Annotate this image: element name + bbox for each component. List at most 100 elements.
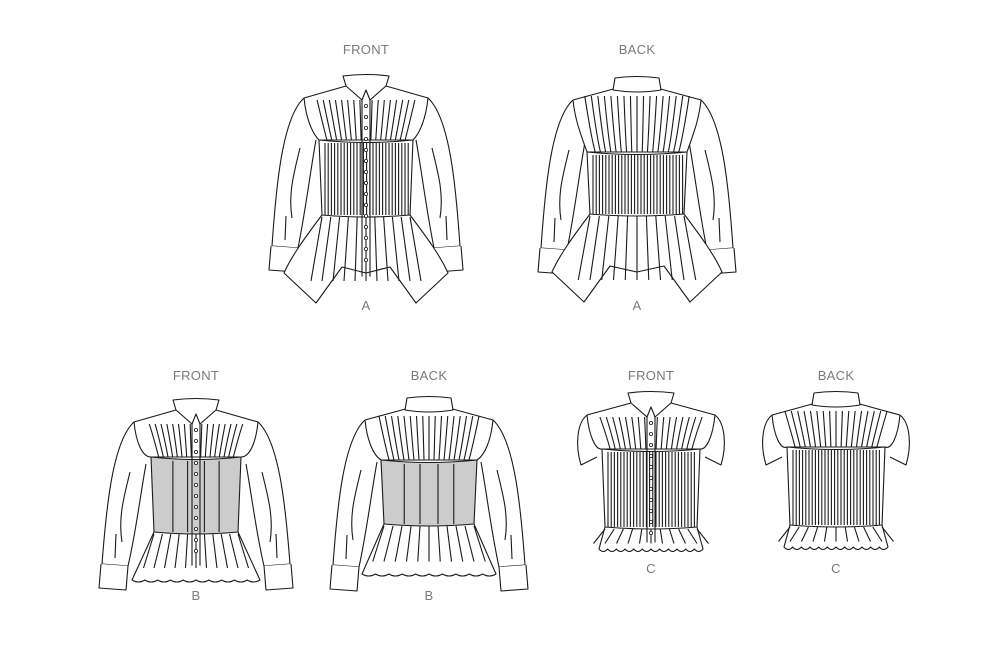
button-icon	[363, 137, 369, 142]
peplum-fold	[789, 526, 800, 542]
button-icon	[648, 509, 654, 514]
sleeve-fold	[431, 147, 442, 219]
gather-line	[214, 423, 220, 458]
peplum-fold	[203, 533, 208, 569]
peplum-fold	[593, 528, 606, 544]
gather-line	[232, 423, 244, 458]
peplum-fold	[142, 533, 155, 569]
gather-line	[453, 415, 461, 461]
gather-line	[797, 410, 806, 448]
gather-line	[686, 416, 697, 450]
gather-line	[662, 95, 671, 153]
gather-line	[618, 416, 626, 450]
front-placket	[191, 422, 201, 566]
button-icon	[363, 103, 369, 108]
peplum-fold	[383, 216, 389, 282]
peplum-fold	[674, 215, 685, 281]
sleeve-fold	[496, 469, 507, 541]
peplum-fold	[354, 216, 358, 282]
gather-line	[816, 410, 822, 448]
peplum-fold	[853, 526, 860, 542]
button-icon	[648, 520, 654, 525]
gather-line	[603, 95, 612, 153]
gather-line	[646, 95, 651, 153]
sleeve-placket	[284, 215, 287, 241]
sleeve-placket	[553, 217, 556, 243]
gather-line	[641, 95, 645, 153]
button-icon	[193, 450, 199, 455]
gather-line	[829, 410, 832, 448]
gather-line	[866, 410, 875, 448]
peplum-fold	[237, 533, 250, 569]
sleeve-fold	[351, 469, 362, 541]
gather-line	[629, 95, 633, 153]
bodice	[303, 85, 429, 141]
gather-line	[610, 95, 617, 153]
button-icon	[193, 494, 199, 499]
peplum-fold	[409, 216, 422, 282]
gather-line	[673, 95, 684, 153]
button-icon	[193, 516, 199, 521]
button-icon	[648, 487, 654, 492]
peplum-fold	[881, 526, 894, 542]
sleeve-fold	[290, 147, 301, 219]
view-b-front-letter: B	[191, 588, 201, 603]
gather-line	[385, 99, 391, 141]
button-icon	[363, 159, 369, 164]
peplum-fold	[455, 525, 464, 562]
gather-line	[341, 99, 347, 141]
gather-line	[840, 410, 843, 448]
gather-line	[803, 410, 811, 448]
button-icon	[363, 203, 369, 208]
peplum-fold	[332, 216, 341, 282]
cap-sleeve	[577, 414, 598, 466]
gather-line	[399, 99, 410, 141]
gather-line	[183, 423, 188, 458]
button-icon	[648, 420, 654, 425]
gather-line	[166, 423, 174, 458]
corset-band	[586, 151, 688, 217]
button-icon	[363, 192, 369, 197]
button-icon	[193, 483, 199, 488]
gather-line	[676, 416, 684, 450]
gather-line	[409, 415, 415, 461]
gather-line	[347, 99, 352, 141]
peplum-fold	[391, 216, 400, 282]
view-c-front-letter: C	[646, 561, 656, 576]
gather-line	[322, 99, 333, 141]
gather-line	[624, 416, 632, 450]
gather-line	[422, 415, 425, 461]
front-placket	[361, 98, 371, 277]
collar	[172, 397, 220, 425]
peplum-fold	[229, 533, 239, 569]
peplum-fold	[612, 215, 619, 281]
gather-line	[584, 95, 596, 153]
collar	[627, 390, 675, 418]
gather-line	[228, 423, 238, 458]
garment-view-b-front	[98, 397, 294, 591]
gather-line	[177, 423, 183, 458]
sleeve-fold	[704, 149, 715, 221]
button-icon	[363, 115, 369, 120]
button-icon	[193, 548, 199, 553]
sleeve-placket	[345, 534, 348, 560]
gather-line	[148, 423, 160, 458]
peplum-fold	[678, 528, 686, 544]
peplum-fold	[589, 215, 600, 281]
gather-line	[590, 95, 601, 153]
gather-line	[605, 416, 616, 450]
button-icon	[363, 126, 369, 131]
gather-line	[850, 410, 856, 448]
bodice	[586, 402, 716, 450]
peplum-fold	[374, 216, 378, 282]
peplum-fold	[801, 526, 809, 542]
gather-line	[790, 410, 801, 448]
peplum-fold	[446, 525, 453, 562]
peplum-fold	[372, 525, 385, 562]
peplum-fold	[624, 215, 629, 281]
peplum-fold	[464, 525, 475, 562]
garment-view-c-front	[577, 390, 725, 553]
gather-line	[448, 415, 455, 461]
peplum-fold	[184, 533, 189, 569]
